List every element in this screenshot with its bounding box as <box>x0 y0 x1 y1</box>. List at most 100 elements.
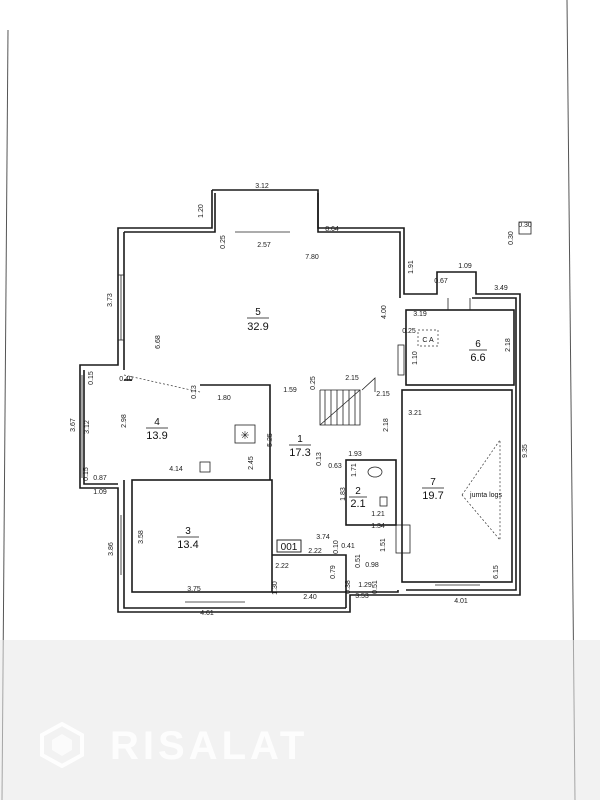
room-3-area: 13.4 <box>177 539 198 551</box>
dimension-label: 6.15 <box>493 565 500 579</box>
dashed-guides <box>123 329 501 541</box>
room-3-number: 3 <box>185 526 191 537</box>
dimension-label: 3.74 <box>316 534 330 541</box>
dimension-label: 3.21 <box>408 410 422 417</box>
dimension-label: 3.12 <box>84 420 91 434</box>
dimension-label: 0.25 <box>310 376 317 390</box>
toilet-icon <box>367 466 383 478</box>
ca-note: C A <box>422 337 434 344</box>
outer-walls <box>79 189 521 613</box>
dimension-label: 3.58 <box>138 530 145 544</box>
dimension-label: 1.09 <box>458 263 472 270</box>
dimension-label: 2.15 <box>345 375 359 382</box>
background-shade <box>0 640 600 800</box>
dimension-label: 2.57 <box>257 242 271 249</box>
dimension-label: 2.22 <box>308 548 322 555</box>
dimension-label: 1.21 <box>371 511 385 518</box>
plan-label: 001 <box>281 542 298 553</box>
dimension-label: 4.61 <box>200 610 214 617</box>
dimension-label: 0.25 <box>402 328 416 335</box>
shaft-icon <box>397 344 405 376</box>
room-5-number: 5 <box>255 307 261 318</box>
dimension-label: 3.53 <box>355 593 369 600</box>
fixtures: ✳ <box>199 221 532 554</box>
dimension-label: 5.25 <box>267 433 274 447</box>
dimension-label: 3.86 <box>108 542 115 556</box>
dimension-label: 4.01 <box>454 598 468 605</box>
dimension-label: 0.15 <box>88 371 95 385</box>
chimney-icon <box>518 221 532 235</box>
room-1-number: 1 <box>297 434 303 445</box>
room-7-area: 19.7 <box>422 490 443 502</box>
interior-walls <box>124 309 515 593</box>
dimension-label: 2.40 <box>303 594 317 601</box>
dimension-label: 4.00 <box>381 305 388 319</box>
windows <box>81 231 480 603</box>
dimension-label: 3.75 <box>187 586 201 593</box>
dimension-label: 1.09 <box>93 489 107 496</box>
dimension-label: 0.98 <box>365 562 379 569</box>
dimension-label: 1.80 <box>217 395 231 402</box>
dimension-label: 0.30 <box>508 231 515 245</box>
dimension-label: 0.79 <box>330 565 337 579</box>
room-4-number: 4 <box>154 417 160 428</box>
dimension-label: 0.63 <box>328 463 342 470</box>
dimension-label: 0.25 <box>220 235 227 249</box>
watermark-logo-icon <box>40 722 84 768</box>
dimension-label: 1.59 <box>283 387 297 394</box>
dimension-label: 1.51 <box>380 538 387 552</box>
watermark: RISALAT <box>40 722 320 768</box>
room-7-number: 7 <box>430 477 436 488</box>
dimension-label: 1.83 <box>340 487 347 501</box>
column-icon <box>199 461 211 473</box>
dimension-label: 2.18 <box>505 338 512 352</box>
room-6-number: 6 <box>475 339 481 350</box>
dimension-label: 3.49 <box>494 285 508 292</box>
dimension-label: 0.87 <box>93 475 107 482</box>
dimension-label: 9.35 <box>522 444 529 458</box>
staircase <box>319 377 376 426</box>
dimension-label: 0.51 <box>355 554 362 568</box>
dimension-label: 0.41 <box>341 543 355 550</box>
dimension-label: 0.13 <box>316 452 323 466</box>
dimension-label: 0.40 <box>119 376 133 383</box>
dimension-label: 1.93 <box>348 451 362 458</box>
room-1-area: 17.3 <box>289 447 310 459</box>
room-labels: 5 32.9 4 13.9 1 17.3 2 2.1 3 13.4 6 6.6 … <box>146 307 487 551</box>
dimension-label: 0.38 <box>345 580 352 594</box>
room-5-area: 32.9 <box>247 321 268 333</box>
dimension-label: 0.15 <box>83 467 90 481</box>
dimension-label: 7.80 <box>305 254 319 261</box>
dimension-label: 2.45 <box>248 456 255 470</box>
dimension-label: 2.98 <box>121 414 128 428</box>
dimension-label: 4.14 <box>169 466 183 473</box>
dimension-label: 2.22 <box>275 563 289 570</box>
dimension-label: 3.12 <box>255 183 269 190</box>
dimension-label: 1.71 <box>351 463 358 477</box>
watermark-text: RISALAT <box>110 724 309 768</box>
dimension-label: 1.29 <box>358 582 372 589</box>
dimension-label: 1.10 <box>412 351 419 365</box>
dimension-label: 3.67 <box>70 418 77 432</box>
dimension-label: 1.30 <box>272 581 279 595</box>
dimension-label: 0.10 <box>333 540 340 554</box>
sink-icon <box>379 496 388 507</box>
dimension-label: 1.34 <box>371 523 385 530</box>
room-4-area: 13.9 <box>146 430 167 442</box>
dimension-label: 2.15 <box>376 391 390 398</box>
room-2-area: 2.1 <box>350 498 365 510</box>
dimension-label: 0.51 <box>372 580 379 594</box>
dimension-label: 2.18 <box>383 418 390 432</box>
dimension-label: 1.91 <box>408 260 415 274</box>
fireplace-symbol: ✳ <box>240 430 249 442</box>
room-2-number: 2 <box>355 486 361 497</box>
dimension-label: 0.30 <box>518 222 532 229</box>
roof-window-note: jumta logs <box>469 492 502 499</box>
plan-label-box <box>276 539 302 553</box>
dimension-label: 1.20 <box>198 204 205 218</box>
dimension-label: 6.68 <box>155 335 162 349</box>
door-icon <box>395 524 411 554</box>
dimension-label: 0.67 <box>434 278 448 285</box>
